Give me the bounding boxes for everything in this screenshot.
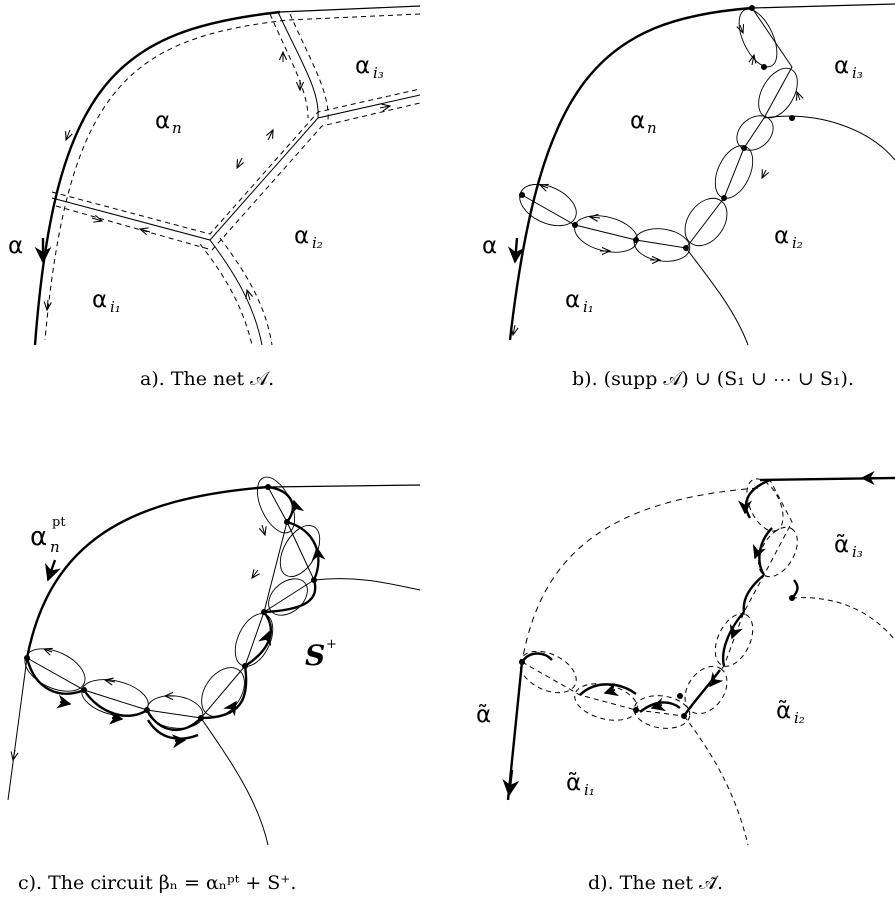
panel-b-label-alpha-i2: α [774, 223, 789, 249]
panel-b-label-alpha: α [482, 233, 497, 259]
panel-b-label-i3: i₃ [852, 64, 863, 82]
panel-d-nodes [519, 595, 795, 719]
panel-a-label-i1: i₁ [110, 298, 121, 316]
panel-a-edges [51, 11, 421, 346]
panel-b: α α n α i₁ α i₂ α i₃ b). (supp 𝒜) ∪ (S₁ … [482, 3, 895, 390]
panel-a-label-alpha-i1: α [92, 287, 107, 313]
panel-a-caption: a). The net 𝒜. [140, 368, 274, 390]
panel-c-alpha-pt-arrow [45, 559, 61, 582]
panel-b-label-n: n [647, 119, 657, 137]
panel-c-arrows [13, 524, 265, 760]
panel-a-label-alpha: α [8, 233, 23, 259]
panel-d-label-alpha-i2: α̃ [776, 698, 791, 724]
panel-c-circuit-s-plus [25, 485, 320, 740]
panel-a-arrows [47, 52, 390, 310]
panel-b-boundary-alpha [508, 6, 753, 341]
panel-c-caption: c). The circuit βₙ = αₙᵖᵗ + S⁺. [18, 872, 296, 894]
panel-a-boundary-alpha [33, 10, 281, 346]
panel-c-boundary-alpha-pt [25, 485, 269, 659]
panel-a-label-alpha-i2: α [294, 223, 309, 249]
panel-b-arrows [513, 25, 800, 335]
panel-d: α̃ α̃ i₁ α̃ i₂ α̃ i₃ d). The net 𝒜̃. [476, 471, 895, 894]
panel-a-label-alpha-n: α [155, 108, 170, 134]
panel-d-caption: d). The net 𝒜̃. [588, 872, 723, 894]
panel-c-boundary-top [267, 484, 421, 488]
panel-d-bold-arcs [521, 478, 799, 717]
panel-c: α n pt S + c). The circuit βₙ = αₙᵖᵗ + S… [7, 476, 421, 894]
panel-d-label-alpha-i3: α̃ [834, 532, 849, 558]
panel-b-label-alpha-i3: α [834, 53, 849, 79]
panel-c-nodes [24, 484, 317, 721]
panel-c-boundary-lower [7, 657, 28, 801]
panel-a-label-alpha-i3: α [355, 53, 370, 79]
panel-c-label-pt: pt [52, 515, 66, 530]
panel-b-label-i1: i₁ [583, 298, 594, 316]
panel-b-caption: b). (supp 𝒜) ∪ (S₁ ∪ ⋯ ∪ S₁). [572, 368, 854, 390]
panel-a-dashed-outer [44, 13, 421, 341]
panel-c-bold-arrows [56, 499, 326, 749]
panel-b-label-alpha-n: α [630, 108, 645, 134]
panel-a-boundary-top [279, 5, 421, 13]
panel-b-loops [519, 8, 798, 262]
panel-a-label-i2: i₂ [312, 234, 323, 252]
panel-d-label-alpha-i1: α̃ [566, 770, 581, 796]
panel-d-alpha-arrow [502, 769, 520, 797]
panel-a: α α n α i₁ α i₂ α i₃ a). The net 𝒜. [8, 5, 421, 390]
panel-d-label-i1: i₁ [584, 781, 595, 799]
panel-d-label-alpha: α̃ [476, 702, 491, 728]
panel-b-label-i2: i₂ [792, 234, 803, 252]
panel-c-label-alpha-pt: α [30, 522, 47, 552]
panel-c-label-s: S [305, 639, 325, 672]
panel-d-label-i2: i₂ [794, 709, 805, 727]
panel-c-edges [26, 486, 421, 846]
panel-b-label-alpha-i1: α [565, 287, 580, 313]
panel-b-alpha-arrow [507, 237, 525, 264]
panel-d-dashed-outer [521, 487, 759, 663]
panel-c-label-plus: + [326, 637, 337, 652]
panel-d-label-i3: i₃ [852, 543, 863, 561]
panel-d-bold-arrows [603, 500, 766, 712]
panel-a-label-i3: i₃ [373, 64, 384, 82]
panel-a-label-n: n [172, 119, 182, 137]
panel-b-nodes [519, 5, 795, 251]
panel-b-boundary-top [751, 3, 895, 9]
panel-c-label-n: n [50, 538, 60, 556]
